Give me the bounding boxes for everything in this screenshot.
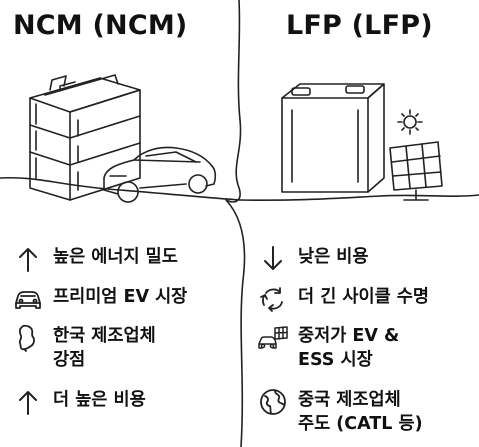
- ground-line-right: [239, 194, 479, 201]
- arrow-up-icon: [13, 245, 43, 273]
- feature-text: 더 긴 사이클 수명: [298, 287, 429, 307]
- feature-text: 낮은 비용: [298, 247, 369, 267]
- ncm-feature-energy-density: 높은 에너지 밀도: [13, 245, 178, 273]
- solar-panel-icon: [389, 109, 443, 201]
- feature-text: 중저가 EV & ESS 시장: [298, 326, 400, 370]
- ncm-battery-pack-icon: [29, 74, 141, 201]
- ncm-feature-korean-makers: 한국 제조업체 강점: [13, 324, 156, 372]
- feature-text: 더 높은 비용: [53, 390, 146, 410]
- arrow-down-icon: [258, 245, 288, 273]
- center-divider: [225, 0, 246, 447]
- feature-text: 한국 제조업체 강점: [53, 326, 156, 370]
- lfp-feature-chinese-makers: 중국 제조업체 주도 (CATL 등): [258, 388, 423, 436]
- ground-line-left: [0, 176, 241, 201]
- feature-text: 높은 에너지 밀도: [53, 247, 178, 267]
- ncm-title: NCM (NCM): [13, 10, 188, 41]
- car-icon: [13, 285, 43, 313]
- ncm-feature-higher-cost: 더 높은 비용: [13, 388, 146, 416]
- arrow-up-icon: [13, 388, 43, 416]
- recycle-icon: [258, 285, 288, 313]
- lfp-title: LFP (LFP): [286, 10, 433, 41]
- feature-text: 중국 제조업체 주도 (CATL 등): [298, 390, 423, 434]
- car-solar-icon: [258, 324, 288, 352]
- lfp-feature-cycle-life: 더 긴 사이클 수명: [258, 285, 429, 313]
- lfp-feature-low-cost: 낮은 비용: [258, 245, 369, 273]
- lfp-cell-icon: [281, 83, 385, 193]
- ncm-car-icon: [103, 146, 217, 203]
- feature-text: 프리미엄 EV 시장: [53, 287, 188, 307]
- korea-map-icon: [13, 324, 43, 352]
- lfp-feature-mid-ev-ess: 중저가 EV & ESS 시장: [258, 324, 399, 372]
- ncm-feature-premium-ev: 프리미엄 EV 시장: [13, 285, 187, 313]
- globe-icon: [258, 388, 288, 416]
